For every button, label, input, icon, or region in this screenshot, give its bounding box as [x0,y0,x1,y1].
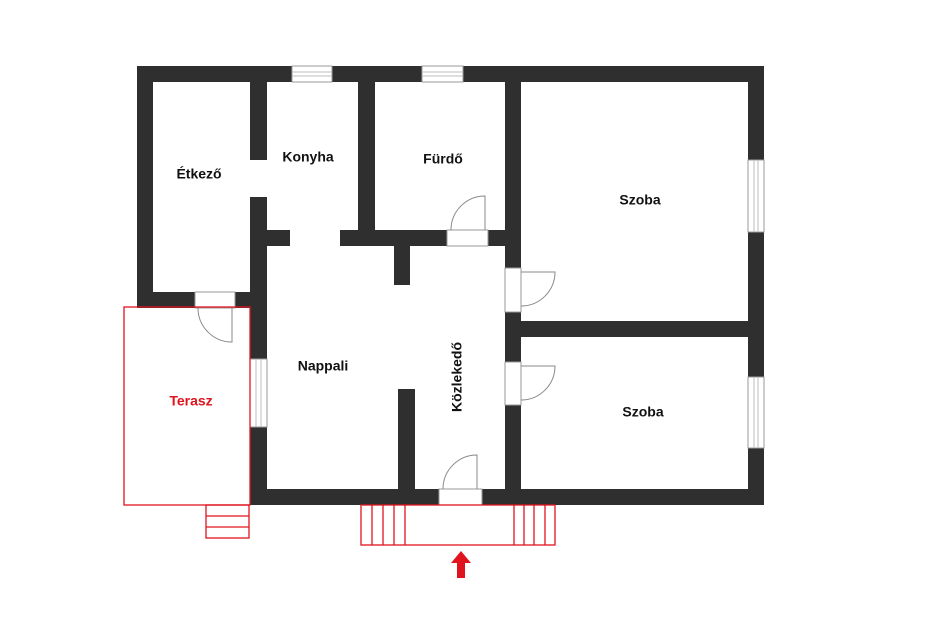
entrance-steps [360,504,556,546]
room-labels: Étkező Konyha Fürdő Szoba Szoba Nappali … [169,149,663,420]
label-szoba-1: Szoba [619,192,660,208]
label-kozlekedo: Közlekedő [449,342,465,412]
terrace-outline [123,306,251,506]
label-furdo: Fürdő [423,151,463,167]
label-etkezo: Étkező [176,166,221,182]
label-nappali: Nappali [298,358,349,374]
doors [194,195,556,506]
label-konyha: Konyha [282,149,334,165]
label-szoba-2: Szoba [622,404,663,420]
label-terasz: Terasz [169,393,212,409]
windows [194,65,765,449]
terrace-steps [205,504,250,539]
up-arrow-icon [451,551,471,578]
exterior [123,306,556,578]
walls [137,66,764,505]
